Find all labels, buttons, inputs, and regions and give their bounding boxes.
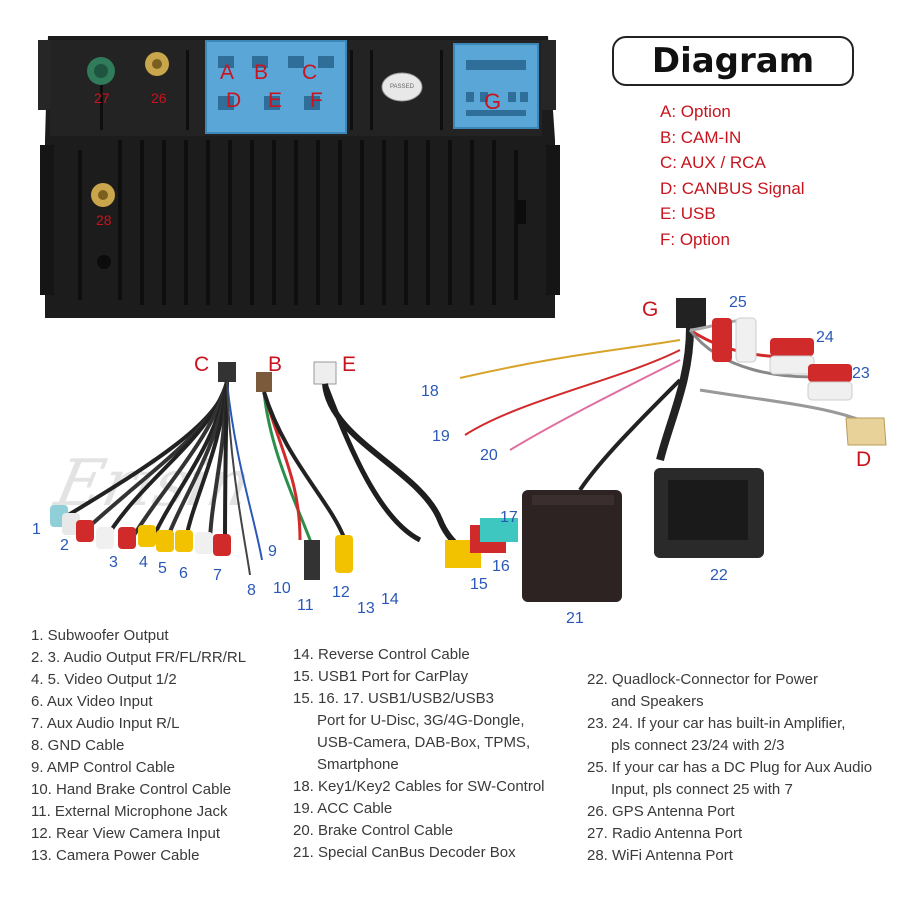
- legend-item: 15. 16. 17. USB1/USB2/USB3: [293, 690, 494, 707]
- panel-label-g: G: [484, 89, 502, 114]
- cable-num-20: 20: [480, 447, 498, 464]
- legend-item: 28. WiFi Antenna Port: [587, 847, 733, 864]
- legend-item: 26. GPS Antenna Port: [587, 803, 735, 820]
- cable-label-b: B: [268, 353, 283, 376]
- legend-item: 6. Aux Video Input: [31, 693, 153, 710]
- cable-num-3: 3: [109, 554, 118, 571]
- legend-item: Port for U-Disc, 3G/4G-Dongle,: [317, 712, 525, 729]
- legend-item: Smartphone: [317, 756, 399, 773]
- legend-item: 27. Radio Antenna Port: [587, 825, 743, 842]
- diagram-title: Diagram: [651, 41, 815, 81]
- cable-label-g: G: [642, 298, 659, 321]
- legend-item: 20. Brake Control Cable: [293, 822, 454, 839]
- legend-item: 25. If your car has a DC Plug for Aux Au…: [587, 759, 873, 776]
- connector-key-list: A: Option B: CAM-IN C: AUX / RCA D: CANB…: [660, 99, 805, 253]
- legend-item: 10. Hand Brake Control Cable: [31, 781, 232, 798]
- legend-item: 4. 5. Video Output 1/2: [31, 671, 177, 688]
- connector-key-e: E: USB: [660, 204, 716, 224]
- legend-item: 18. Key1/Key2 Cables for SW-Control: [293, 778, 545, 795]
- legend-item: and Speakers: [611, 693, 704, 710]
- cable-num-21: 21: [566, 610, 584, 627]
- legend-item: 1. Subwoofer Output: [31, 627, 169, 644]
- cable-num-1: 1: [32, 521, 41, 538]
- legend-item: Input, pls connect 25 with 7: [611, 781, 793, 798]
- passed-badge-text: PASSED: [390, 84, 414, 90]
- mic-jack: [304, 540, 320, 580]
- cable-num-17: 17: [500, 509, 518, 526]
- cable-num-18: 18: [421, 383, 439, 400]
- cable-num-2: 2: [60, 537, 69, 554]
- cable-num-24: 24: [816, 329, 834, 346]
- usb-harness-e: [313, 361, 518, 568]
- cable-num-6: 6: [179, 565, 188, 582]
- legend-item: 9. AMP Control Cable: [31, 759, 175, 776]
- legend-item: 14. Reverse Control Cable: [293, 646, 470, 663]
- vent-slots: [78, 50, 518, 305]
- connector-key-d: D: CANBUS Signal: [660, 178, 805, 198]
- rca-harness-c: [50, 362, 263, 576]
- legend-item: 12. Rear View Camera Input: [31, 825, 220, 842]
- cable-num-14: 14: [381, 591, 399, 608]
- cable-num-5: 5: [158, 560, 167, 577]
- cable-num-23: 23: [852, 365, 870, 382]
- panel-label-d: D: [226, 89, 242, 112]
- legend-item: 8. GND Cable: [31, 737, 125, 754]
- cable-num-4: 4: [139, 554, 148, 571]
- cable-num-13: 13: [357, 600, 375, 617]
- panel-label-b: B: [254, 61, 269, 84]
- legend-item: 23. 24. If your car has built-in Amplifi…: [587, 715, 846, 732]
- legend-item: 15. USB1 Port for CarPlay: [293, 668, 469, 685]
- port-number-27: 27: [94, 90, 110, 106]
- legend-item: 19. ACC Cable: [293, 800, 393, 817]
- panel-label-e: E: [268, 89, 283, 112]
- cable-num-8: 8: [247, 582, 256, 599]
- connector-block-a-f: [205, 40, 347, 134]
- cable-num-10: 10: [273, 580, 291, 597]
- cable-num-25: 25: [729, 294, 747, 311]
- connector-key-b: B: CAM-IN: [660, 127, 742, 147]
- main-harness-g: [459, 298, 887, 602]
- legend-item: pls connect 23/24 with 2/3: [611, 737, 785, 754]
- cable-num-7: 7: [213, 567, 222, 584]
- cable-num-15: 15: [470, 576, 488, 593]
- cable-num-22: 22: [710, 567, 728, 584]
- connector-key-c: C: AUX / RCA: [660, 153, 766, 173]
- cable-num-11: 11: [297, 597, 314, 614]
- legend-item: 21. Special CanBus Decoder Box: [293, 844, 516, 861]
- camera-rca-plug: [335, 535, 353, 573]
- legend-column-2: 14. Reverse Control Cable 15. USB1 Port …: [293, 644, 545, 864]
- canbus-connector-d: [845, 417, 887, 446]
- cable-num-9: 9: [268, 543, 277, 560]
- legend-item: 13. Camera Power Cable: [31, 847, 200, 864]
- cable-num-16: 16: [492, 558, 510, 575]
- connector-key-f: F: Option: [660, 229, 730, 249]
- cable-label-e: E: [342, 353, 357, 376]
- cable-num-19: 19: [432, 428, 450, 445]
- diagram-title-box: Diagram: [612, 36, 854, 86]
- usb-port-17: [480, 518, 518, 542]
- legend-item: 2. 3. Audio Output FR/FL/RR/RL: [31, 649, 247, 666]
- legend-item: 7. Aux Audio Input R/L: [31, 715, 180, 732]
- panel-label-c: C: [302, 61, 318, 84]
- cable-num-12: 12: [332, 584, 350, 601]
- connector-key-a: A: Option: [660, 102, 731, 121]
- camera-harness-b: [256, 372, 353, 580]
- cable-label-c: C: [194, 353, 210, 376]
- panel-label-f: F: [310, 89, 323, 112]
- legend-item: 11. External Microphone Jack: [31, 803, 228, 820]
- cable-harness-illustration: Erisin: [48, 298, 887, 602]
- legend-column-3: 22. Quadlock-Connector for Power and Spe…: [587, 669, 872, 867]
- legend-item: USB-Camera, DAB-Box, TPMS,: [317, 734, 531, 751]
- device-back-panel: [38, 36, 560, 318]
- passed-badge: [381, 72, 423, 102]
- canbus-decoder-box: [522, 490, 622, 602]
- cable-label-d: D: [856, 448, 872, 471]
- legend-item: 22. Quadlock-Connector for Power: [587, 671, 818, 688]
- port-number-26: 26: [151, 90, 167, 106]
- panel-label-a: A: [220, 61, 235, 84]
- port-number-28: 28: [96, 212, 112, 228]
- rca-plug-set: [50, 505, 231, 556]
- legend-column-1: 1. Subwoofer Output 2. 3. Audio Output F…: [31, 625, 246, 867]
